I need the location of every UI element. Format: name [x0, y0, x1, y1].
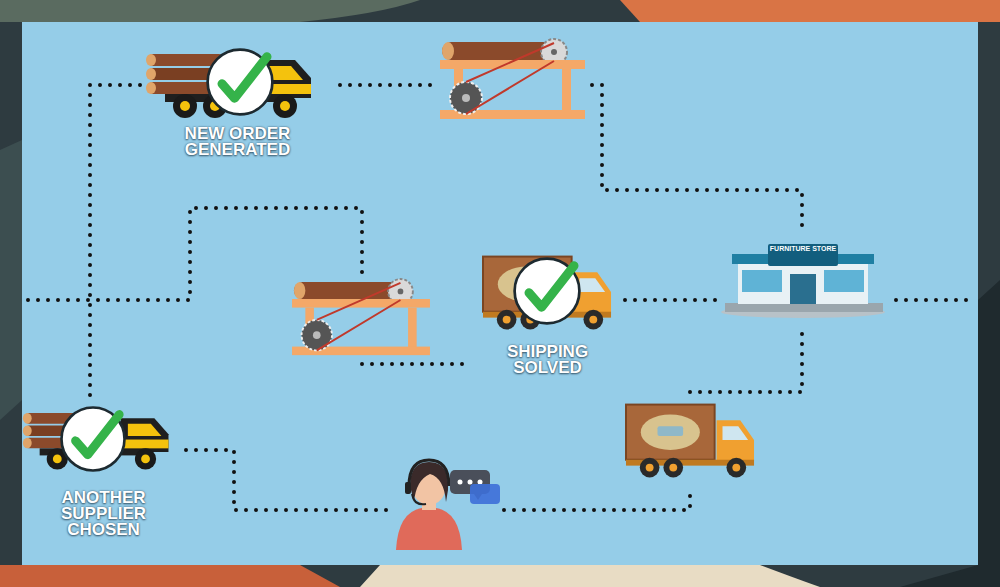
step-caption: ANOTHER SUPPLIER CHOSEN	[54, 490, 154, 538]
sawmill	[292, 279, 430, 355]
box-truck	[483, 257, 611, 330]
sawmill	[440, 39, 585, 119]
step-caption: SHIPPING SOLVED	[493, 344, 603, 376]
dotted-connector	[90, 85, 140, 398]
store-node: FURNITURE STORE	[718, 238, 890, 318]
furniture-store	[721, 244, 885, 318]
dotted-connector	[625, 298, 718, 302]
step-node: NEW ORDER GENERATED	[140, 40, 335, 162]
store-sign-text: FURNITURE STORE	[768, 245, 838, 253]
check-mark	[62, 408, 125, 471]
step-caption: NEW ORDER GENERATED	[173, 126, 303, 158]
dotted-path	[28, 85, 972, 510]
step-node: ANOTHER SUPPLIER CHOSEN	[22, 398, 185, 542]
box-truck	[626, 405, 754, 478]
step-node: SHIPPING SOLVED	[470, 250, 625, 380]
check-mark	[515, 259, 580, 324]
check-mark	[208, 50, 273, 115]
support-agent	[396, 460, 500, 550]
